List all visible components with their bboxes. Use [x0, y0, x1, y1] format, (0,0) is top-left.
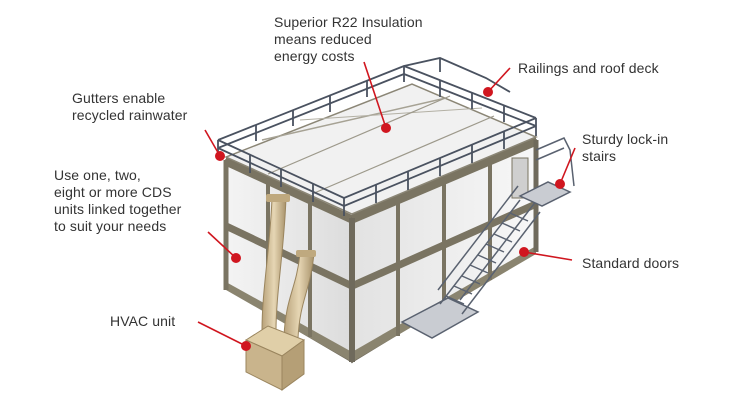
roof-railings [217, 57, 537, 216]
callout-dot-railings [483, 87, 493, 97]
label-railings: Railings and roof deck [518, 60, 659, 76]
hvac-unit [244, 194, 316, 391]
callout-dot-doors [519, 247, 529, 257]
callout-dots [215, 87, 565, 351]
label-hvac: HVAC unit [110, 313, 176, 329]
roof-deck [224, 83, 538, 215]
label-stairs: Sturdy lock-in stairs [582, 131, 669, 164]
callout-dot-insulation [381, 123, 391, 133]
label-gutters: Gutters enable recycled rainwater [72, 90, 188, 123]
callout-lines [197, 61, 576, 347]
label-doors: Standard doors [582, 255, 680, 271]
label-insulation: Superior R22 Insulation means reduced en… [274, 14, 423, 64]
label-units: Use one, two, eight or more CDS units li… [54, 167, 182, 234]
callout-dot-hvac [241, 341, 251, 351]
callout-dot-units [231, 253, 241, 263]
callout-dot-gutters [215, 151, 225, 161]
callout-dot-stairs [555, 179, 565, 189]
